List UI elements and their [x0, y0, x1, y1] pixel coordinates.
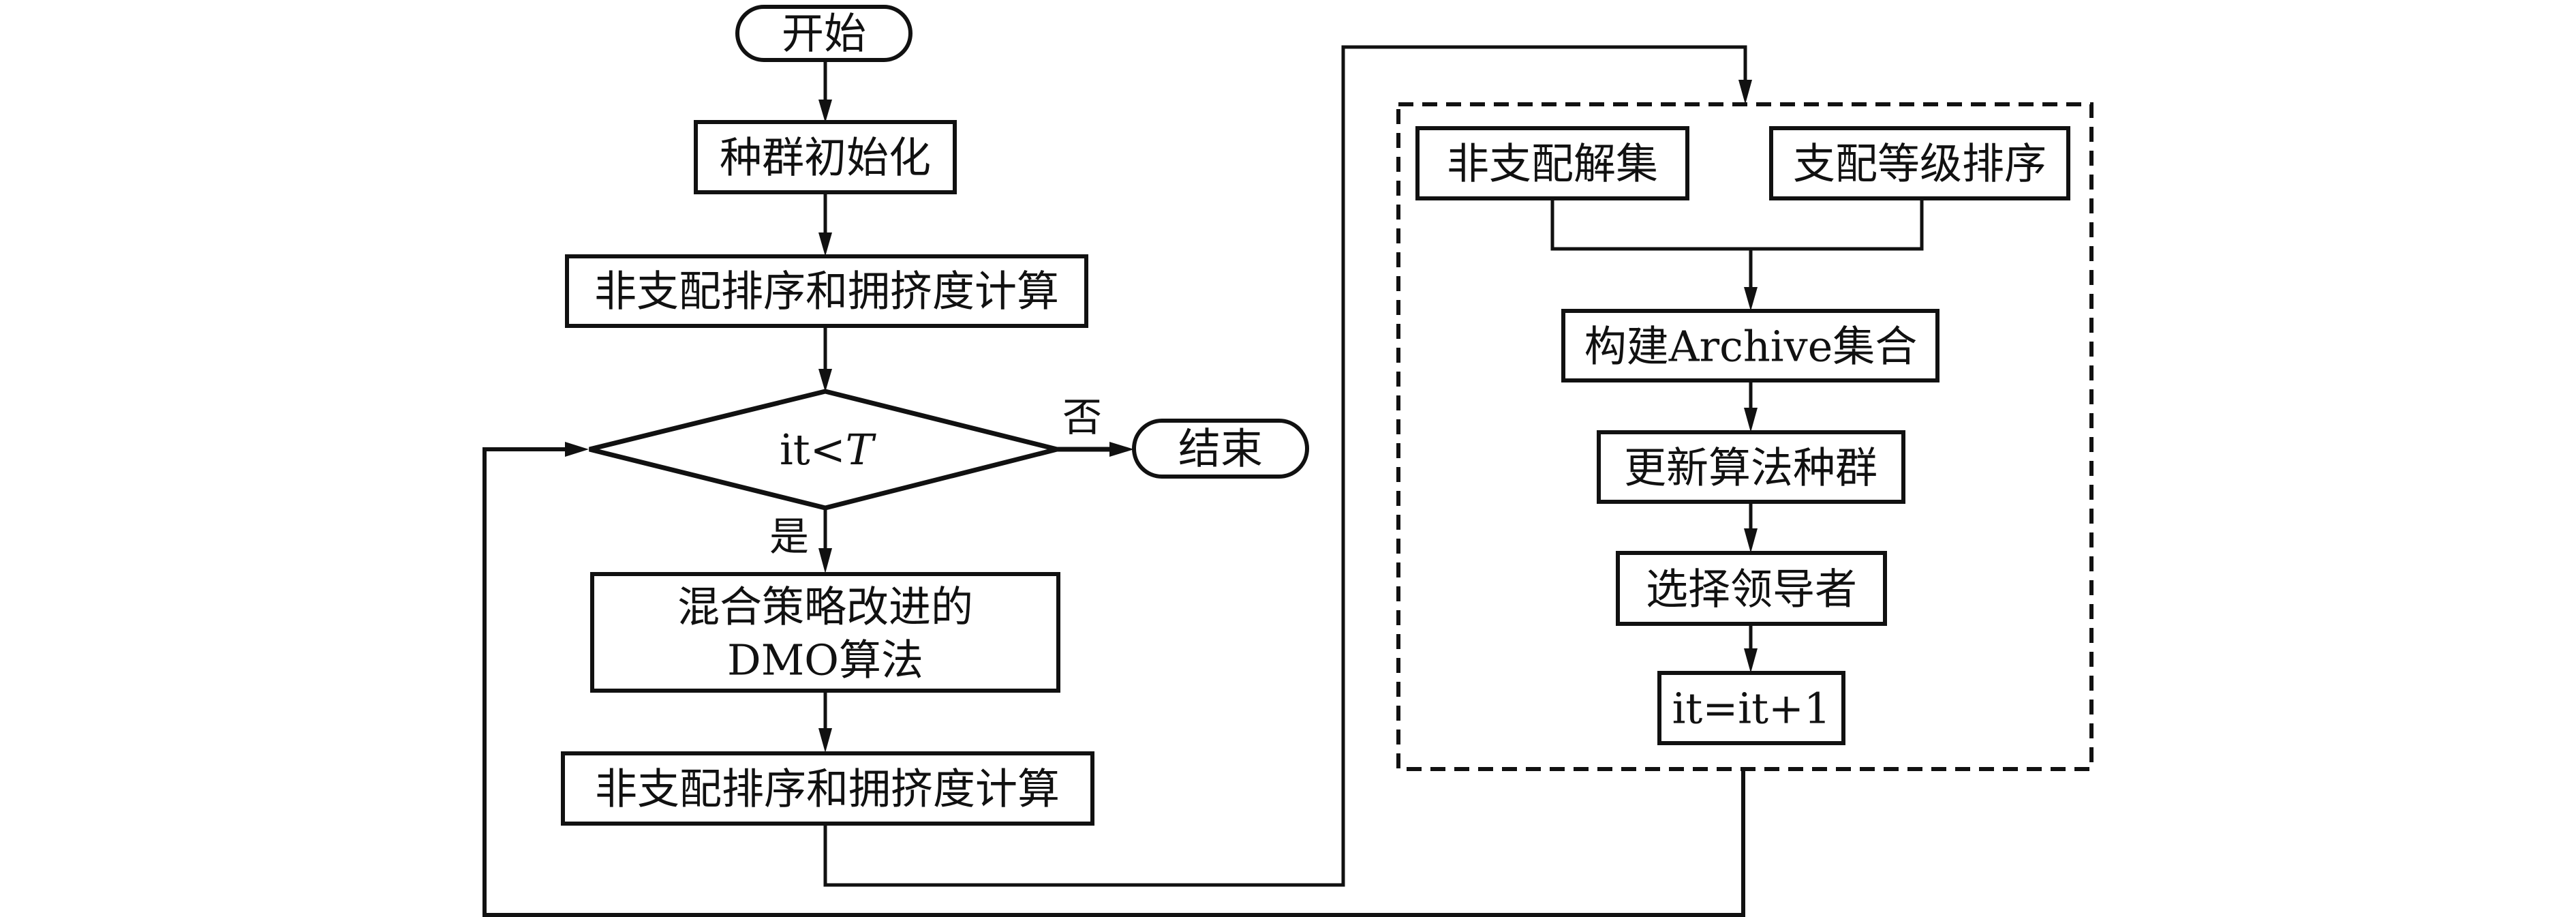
dominance-rank-node: 支配等级排序 — [1769, 126, 2070, 200]
archive-node: 构建Archive集合 — [1561, 309, 1939, 382]
arrowhead-down-icon — [1744, 648, 1758, 673]
init-node: 种群初始化 — [694, 120, 957, 194]
arrowhead-down-icon — [818, 369, 832, 392]
init-box — [694, 120, 957, 194]
sort2-box — [561, 751, 1094, 826]
connector-line — [823, 45, 1747, 887]
edge-start-init — [818, 60, 832, 123]
arrowhead-down-icon — [818, 100, 832, 123]
archive-box — [1561, 309, 1939, 382]
connector-line — [482, 447, 1745, 917]
condition-node: it<T — [589, 389, 1058, 511]
nondominated-set-node: 非支配解集 — [1415, 126, 1689, 200]
arrowhead-down-icon — [1744, 408, 1758, 432]
edge-leader-increment — [1744, 624, 1758, 673]
archive-label: 构建Archive集合 — [1584, 322, 1918, 372]
edge-update-leader — [1744, 502, 1758, 553]
increment-box — [1657, 671, 1845, 745]
end-label: 结束 — [1178, 424, 1263, 474]
increment-node: it=it+1 — [1657, 671, 1845, 745]
condition-variable: T — [846, 425, 877, 475]
edge-sort2-archive-group — [823, 45, 1752, 887]
condition-prefix: it< — [780, 425, 846, 475]
arrowhead-right-icon — [1109, 442, 1134, 457]
arrowhead-right-icon — [565, 442, 589, 457]
dominance-rank-box — [1769, 126, 2070, 200]
merge-connector-line — [1550, 198, 1924, 251]
update-label: 更新算法种群 — [1624, 443, 1877, 493]
archive-group-dashed-box — [1396, 102, 2094, 771]
arrowhead-down-icon — [1744, 287, 1758, 311]
start-label: 开始 — [782, 9, 866, 59]
leader-box — [1616, 551, 1887, 626]
edge-condition-end: 否 — [1057, 394, 1134, 457]
start-node: 开始 — [735, 5, 913, 62]
sort1-node: 非支配排序和拥挤度计算 — [565, 254, 1088, 328]
arrowhead-down-icon — [818, 548, 832, 573]
dmo-box — [590, 572, 1060, 693]
edge-dmo-sort2 — [818, 691, 832, 753]
end-node: 结束 — [1132, 419, 1309, 479]
sort2-label: 非支配排序和拥挤度计算 — [595, 764, 1060, 814]
init-label: 种群初始化 — [720, 133, 931, 183]
arrowhead-down-icon — [818, 728, 832, 753]
sort1-label: 非支配排序和拥挤度计算 — [594, 267, 1059, 316]
leader-node: 选择领导者 — [1616, 551, 1887, 626]
edge-merge-archive — [1550, 198, 1924, 311]
edge-loop-back-condition — [482, 442, 1745, 917]
edge-sort1-condition — [818, 326, 832, 392]
dominance-rank-label: 支配等级排序 — [1793, 139, 2046, 189]
edge-archive-update — [1744, 380, 1758, 432]
dmo-label-line2: DMO算法 — [727, 635, 923, 685]
arrowhead-down-icon — [1738, 80, 1752, 104]
arrowhead-down-icon — [818, 232, 832, 256]
increment-label: it=it+1 — [1672, 684, 1831, 734]
end-terminal-shape — [1132, 419, 1309, 479]
dmo-node: 混合策略改进的 DMO算法 — [590, 572, 1060, 693]
arrowhead-down-icon — [1744, 528, 1758, 553]
nondominated-set-box — [1415, 126, 1689, 200]
condition-label: it<T — [780, 425, 877, 475]
yes-label: 是 — [769, 513, 809, 560]
dmo-label-line1: 混合策略改进的 — [677, 582, 973, 632]
nondominated-set-label: 非支配解集 — [1447, 139, 1658, 189]
edge-condition-dmo: 是 — [769, 508, 832, 573]
edge-init-sort1 — [818, 192, 832, 256]
no-label: 否 — [1062, 394, 1102, 440]
sort2-node: 非支配排序和拥挤度计算 — [561, 751, 1094, 826]
update-node: 更新算法种群 — [1597, 430, 1905, 504]
leader-label: 选择领导者 — [1646, 565, 1857, 614]
update-box — [1597, 430, 1905, 504]
